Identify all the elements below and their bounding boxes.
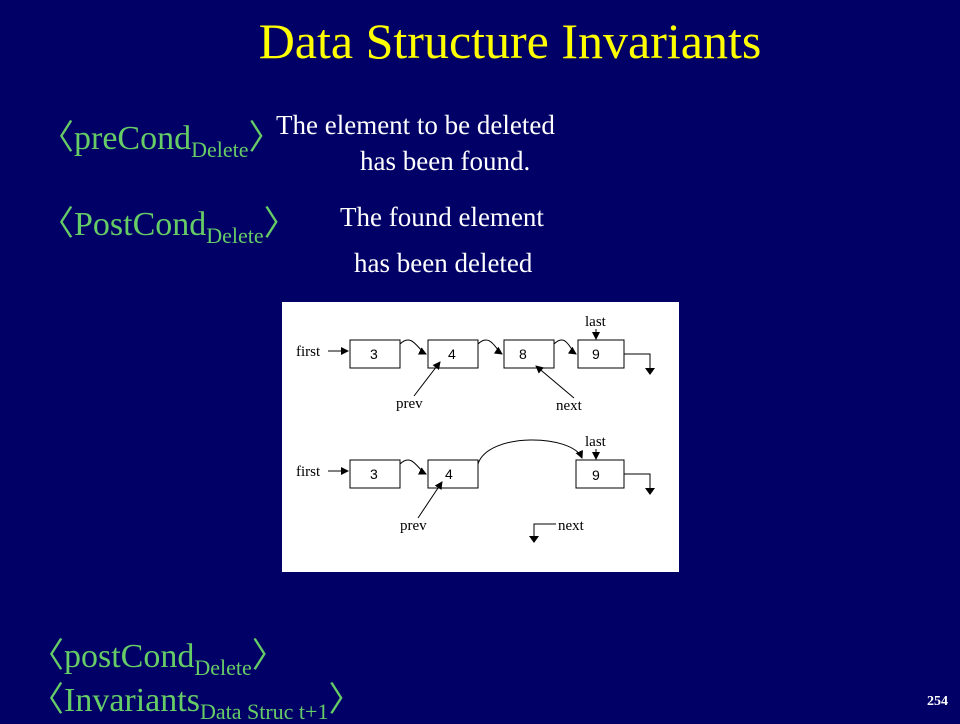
top-node-3-value: 8 [519,346,527,362]
bottom-next-label: next [558,518,585,534]
bottom-bypass-link [477,439,583,465]
postcond-name: PostCond [74,206,207,243]
top-node-3 [503,339,555,369]
top-next-label: next [556,398,583,414]
bottom-postcond-sub: Delete [194,655,252,680]
postcond-open: 〈 [40,206,74,243]
postcond-desc-line1: The found element [340,202,544,232]
top-link-3 [553,339,577,355]
top-last-label: last [585,314,607,330]
postcond-desc-line2: has been deleted [354,248,533,278]
precond-name: preCond [74,120,192,157]
bottom-first-label: first [296,464,321,480]
top-prev-label: prev [396,396,423,412]
top-null-icon [645,368,655,375]
bottom-invariants-name: Invariants [64,682,200,719]
bottom-null-icon [645,488,655,495]
top-prev-arrow [413,361,441,397]
bottom-postcond-name: postCond [64,638,195,675]
bottom-node-1 [349,459,401,489]
linked-list-diagram: first 3 4 8 9 last prev next first 3 4 [282,302,679,572]
bottom-last-label: last [585,434,607,450]
bottom-node-2 [427,459,479,489]
bottom-invariants-close: 〉 [328,682,363,719]
top-link-2 [477,339,503,355]
top-node-1-value: 3 [370,346,378,362]
top-node-1 [349,339,401,369]
top-link-1 [399,339,427,355]
top-first-label: first [296,344,321,360]
bottom-next-null-line [533,523,556,538]
bottom-prev-label: prev [400,518,427,534]
linked-list-svg: first 3 4 8 9 last prev next first 3 4 [296,314,655,543]
bottom-invariants-sub: Data Struc t+1 [199,699,329,724]
bottom-invariants-open: 〈 [30,682,64,719]
bottom-postcond-open: 〈 [30,638,64,675]
bottom-postcond-label: 〈postCondDelete〉 [30,628,286,680]
postcond-close: 〉 [263,206,298,243]
top-node-4 [577,339,625,369]
precond-close: 〉 [248,120,283,157]
top-node-2-value: 4 [448,346,456,362]
bottom-null-line [624,473,651,490]
bottom-node-1-value: 3 [370,466,378,482]
precond-sub: Delete [191,137,249,162]
postcond-sub: Delete [206,223,264,248]
bottom-link-1 [399,459,427,475]
slide-title: Data Structure Invariants [258,13,762,69]
postcond-label: 〈PostCondDelete〉 [40,196,298,248]
precond-label: 〈preCondDelete〉 [40,110,283,162]
bottom-prev-arrow [417,481,443,519]
top-node-4-value: 9 [592,346,600,362]
precond-desc-line2: has been found. [360,146,531,176]
precond-desc-line1: The element to be deleted [276,110,555,140]
top-null-line [624,353,651,370]
bottom-invariants-label: 〈InvariantsData Struc t+1〉 [30,672,363,724]
bottom-postcond-close: 〉 [251,638,286,675]
precond-open: 〈 [40,120,74,157]
top-next-arrow [535,365,575,399]
bottom-node-3-value: 9 [592,467,600,483]
bottom-node-3 [575,459,625,489]
bottom-node-2-value: 4 [445,466,453,482]
slide-number: 254 [927,694,948,709]
bottom-next-null-icon [529,536,539,543]
